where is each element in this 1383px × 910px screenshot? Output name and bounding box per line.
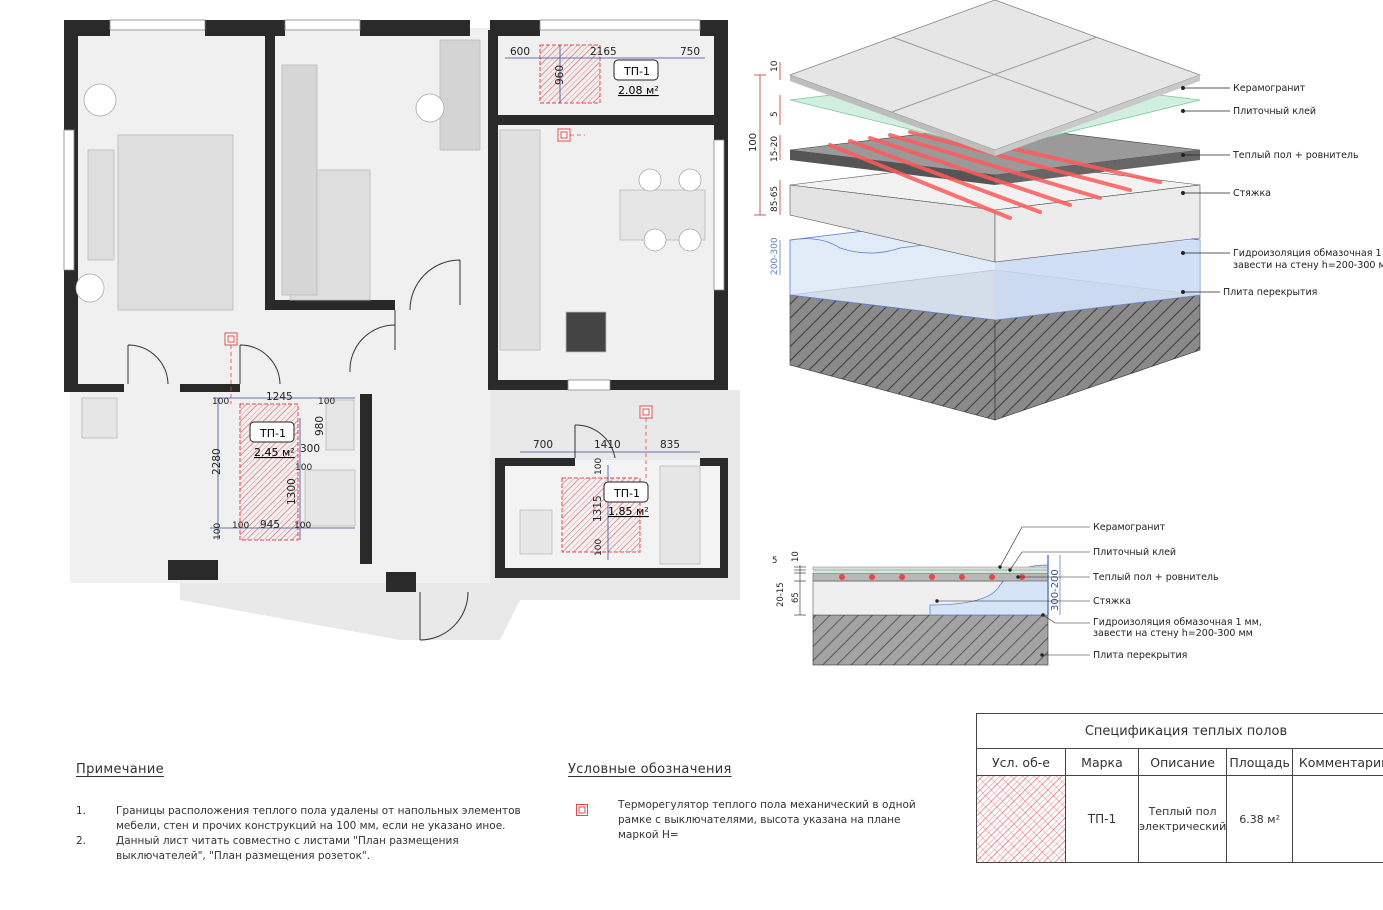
svg-text:2.45 м²: 2.45 м² [254, 446, 295, 459]
svg-text:ТП-1: ТП-1 [623, 65, 650, 78]
spec-description-line: Теплый пол [1148, 805, 1217, 818]
dim-label: 10 [770, 60, 780, 72]
spec-header: Марка [1065, 748, 1139, 776]
spec-area-cell: 6.38 м² [1226, 775, 1294, 863]
dim-label: 1315 [592, 495, 604, 522]
dim-label: 200-300 [770, 237, 780, 275]
layer-label: Плита перекрытия [1093, 650, 1187, 661]
dim-label: 300 [300, 443, 320, 455]
dim-label: 945 [260, 519, 280, 531]
dim-label: 100 [232, 521, 249, 531]
spec-mark-cell: ТП-1 [1065, 775, 1139, 863]
spec-description-cell: Теплый пол электрический [1137, 775, 1228, 863]
dim-label: 5 [770, 111, 780, 117]
layer-label: Плиточный клей [1093, 547, 1176, 558]
dim-label: 1300 [286, 478, 298, 505]
dim-label: 15-20 [770, 136, 780, 162]
dim-label: 300-200 [1050, 569, 1061, 611]
dim-label: 100 [212, 397, 229, 407]
thermostat-icon [576, 804, 588, 816]
layer-label: Гидроизоляция обмазочная 1 мм, [1233, 248, 1383, 259]
dim-label: 2165 [590, 46, 617, 58]
dim-label: 100 [294, 521, 311, 531]
layer-label: Плиточный клей [1233, 106, 1316, 117]
dim-label: 100 [213, 523, 223, 540]
spec-header: Площадь [1226, 748, 1294, 776]
spec-header: Описание [1137, 748, 1228, 776]
svg-text:ТП-1: ТП-1 [259, 427, 286, 440]
dim-label: 100 [594, 458, 604, 475]
dim-label: 100 [318, 397, 335, 407]
dim-label: 100 [748, 133, 759, 152]
layer-label: Гидроизоляция обмазочная 1 мм, [1093, 617, 1262, 628]
svg-text:1.85 м²: 1.85 м² [608, 505, 649, 518]
svg-text:2.08 м²: 2.08 м² [618, 84, 659, 97]
dim-label: 85-65 [770, 186, 780, 212]
svg-text:ТП-1: ТП-1 [613, 487, 640, 500]
dim-label: 10 [791, 551, 801, 562]
axonometric-diagram: 10 5 15-20 85-65 200-300 100 Керамограни… [748, 0, 1383, 421]
dim-label: 700 [533, 439, 553, 451]
dim-label: 750 [680, 46, 700, 58]
dim-label: 20-15 [776, 582, 786, 607]
dim-label: 960 [554, 65, 566, 85]
layer-label: Стяжка [1093, 596, 1131, 607]
dim-label: 100 [594, 539, 604, 556]
spec-description-line: электрический [1138, 820, 1227, 833]
note-text: Данный лист читать совместно с листами "… [116, 835, 459, 862]
spec-header: Усл. об-е [976, 748, 1066, 776]
zone-tag: ТП-1 1.85 м² [603, 481, 649, 518]
note-number: 2. [76, 835, 87, 847]
heat-zone-hatch-icon [977, 776, 1065, 862]
layer-label: Керамогранит [1093, 522, 1166, 533]
spec-table-title: Спецификация теплых полов [976, 713, 1383, 749]
dim-label: 980 [314, 416, 326, 436]
dim-label: 600 [510, 46, 530, 58]
dim-label: 1245 [266, 391, 293, 403]
spec-symbol-cell [976, 775, 1066, 863]
dim-label: 100 [295, 463, 312, 473]
note-item: 1. Границы расположения теплого пола уда… [76, 804, 536, 836]
dim-label: 5 [772, 556, 777, 566]
legend-title: Условные обозначения [568, 762, 732, 777]
layer-label: Плита перекрытия [1223, 287, 1317, 298]
floor-plan: 600 2165 750 960 1245 100 100 980 300 22… [63, 19, 740, 641]
layer-label: завести на стену h=200-300 мм [1233, 260, 1383, 271]
layer-label: завести на стену h=200-300 мм [1093, 628, 1253, 639]
layer-label: Стяжка [1233, 188, 1271, 199]
dim-label: 2280 [211, 448, 223, 475]
floor-section-diagram: 5 10 20-15 65 300-200 Керамогранит Плито… [772, 522, 1262, 666]
spec-comment-cell [1292, 775, 1383, 863]
layer-label: Теплый пол + ровнитель [1092, 572, 1219, 583]
zone-tag: ТП-1 2.45 м² [249, 421, 295, 459]
notes-title: Примечание [76, 762, 164, 777]
spec-header: Комментарии [1292, 748, 1383, 776]
note-text: Границы расположения теплого пола удален… [116, 805, 521, 832]
layer-label: Керамогранит [1233, 83, 1306, 94]
note-number: 1. [76, 805, 87, 817]
zone-tag: ТП-1 2.08 м² [613, 59, 659, 97]
dim-label: 65 [791, 592, 801, 603]
dim-label: 835 [660, 439, 680, 451]
note-item: 2. Данный лист читать совместно с листам… [76, 834, 536, 866]
spec-table: Спецификация теплых полов Усл. об-е Марк… [976, 713, 1383, 863]
legend-text: Терморегулятор теплого пола механический… [618, 799, 916, 841]
dim-label: 1410 [594, 439, 621, 451]
layer-label: Теплый пол + ровнитель [1232, 150, 1359, 161]
